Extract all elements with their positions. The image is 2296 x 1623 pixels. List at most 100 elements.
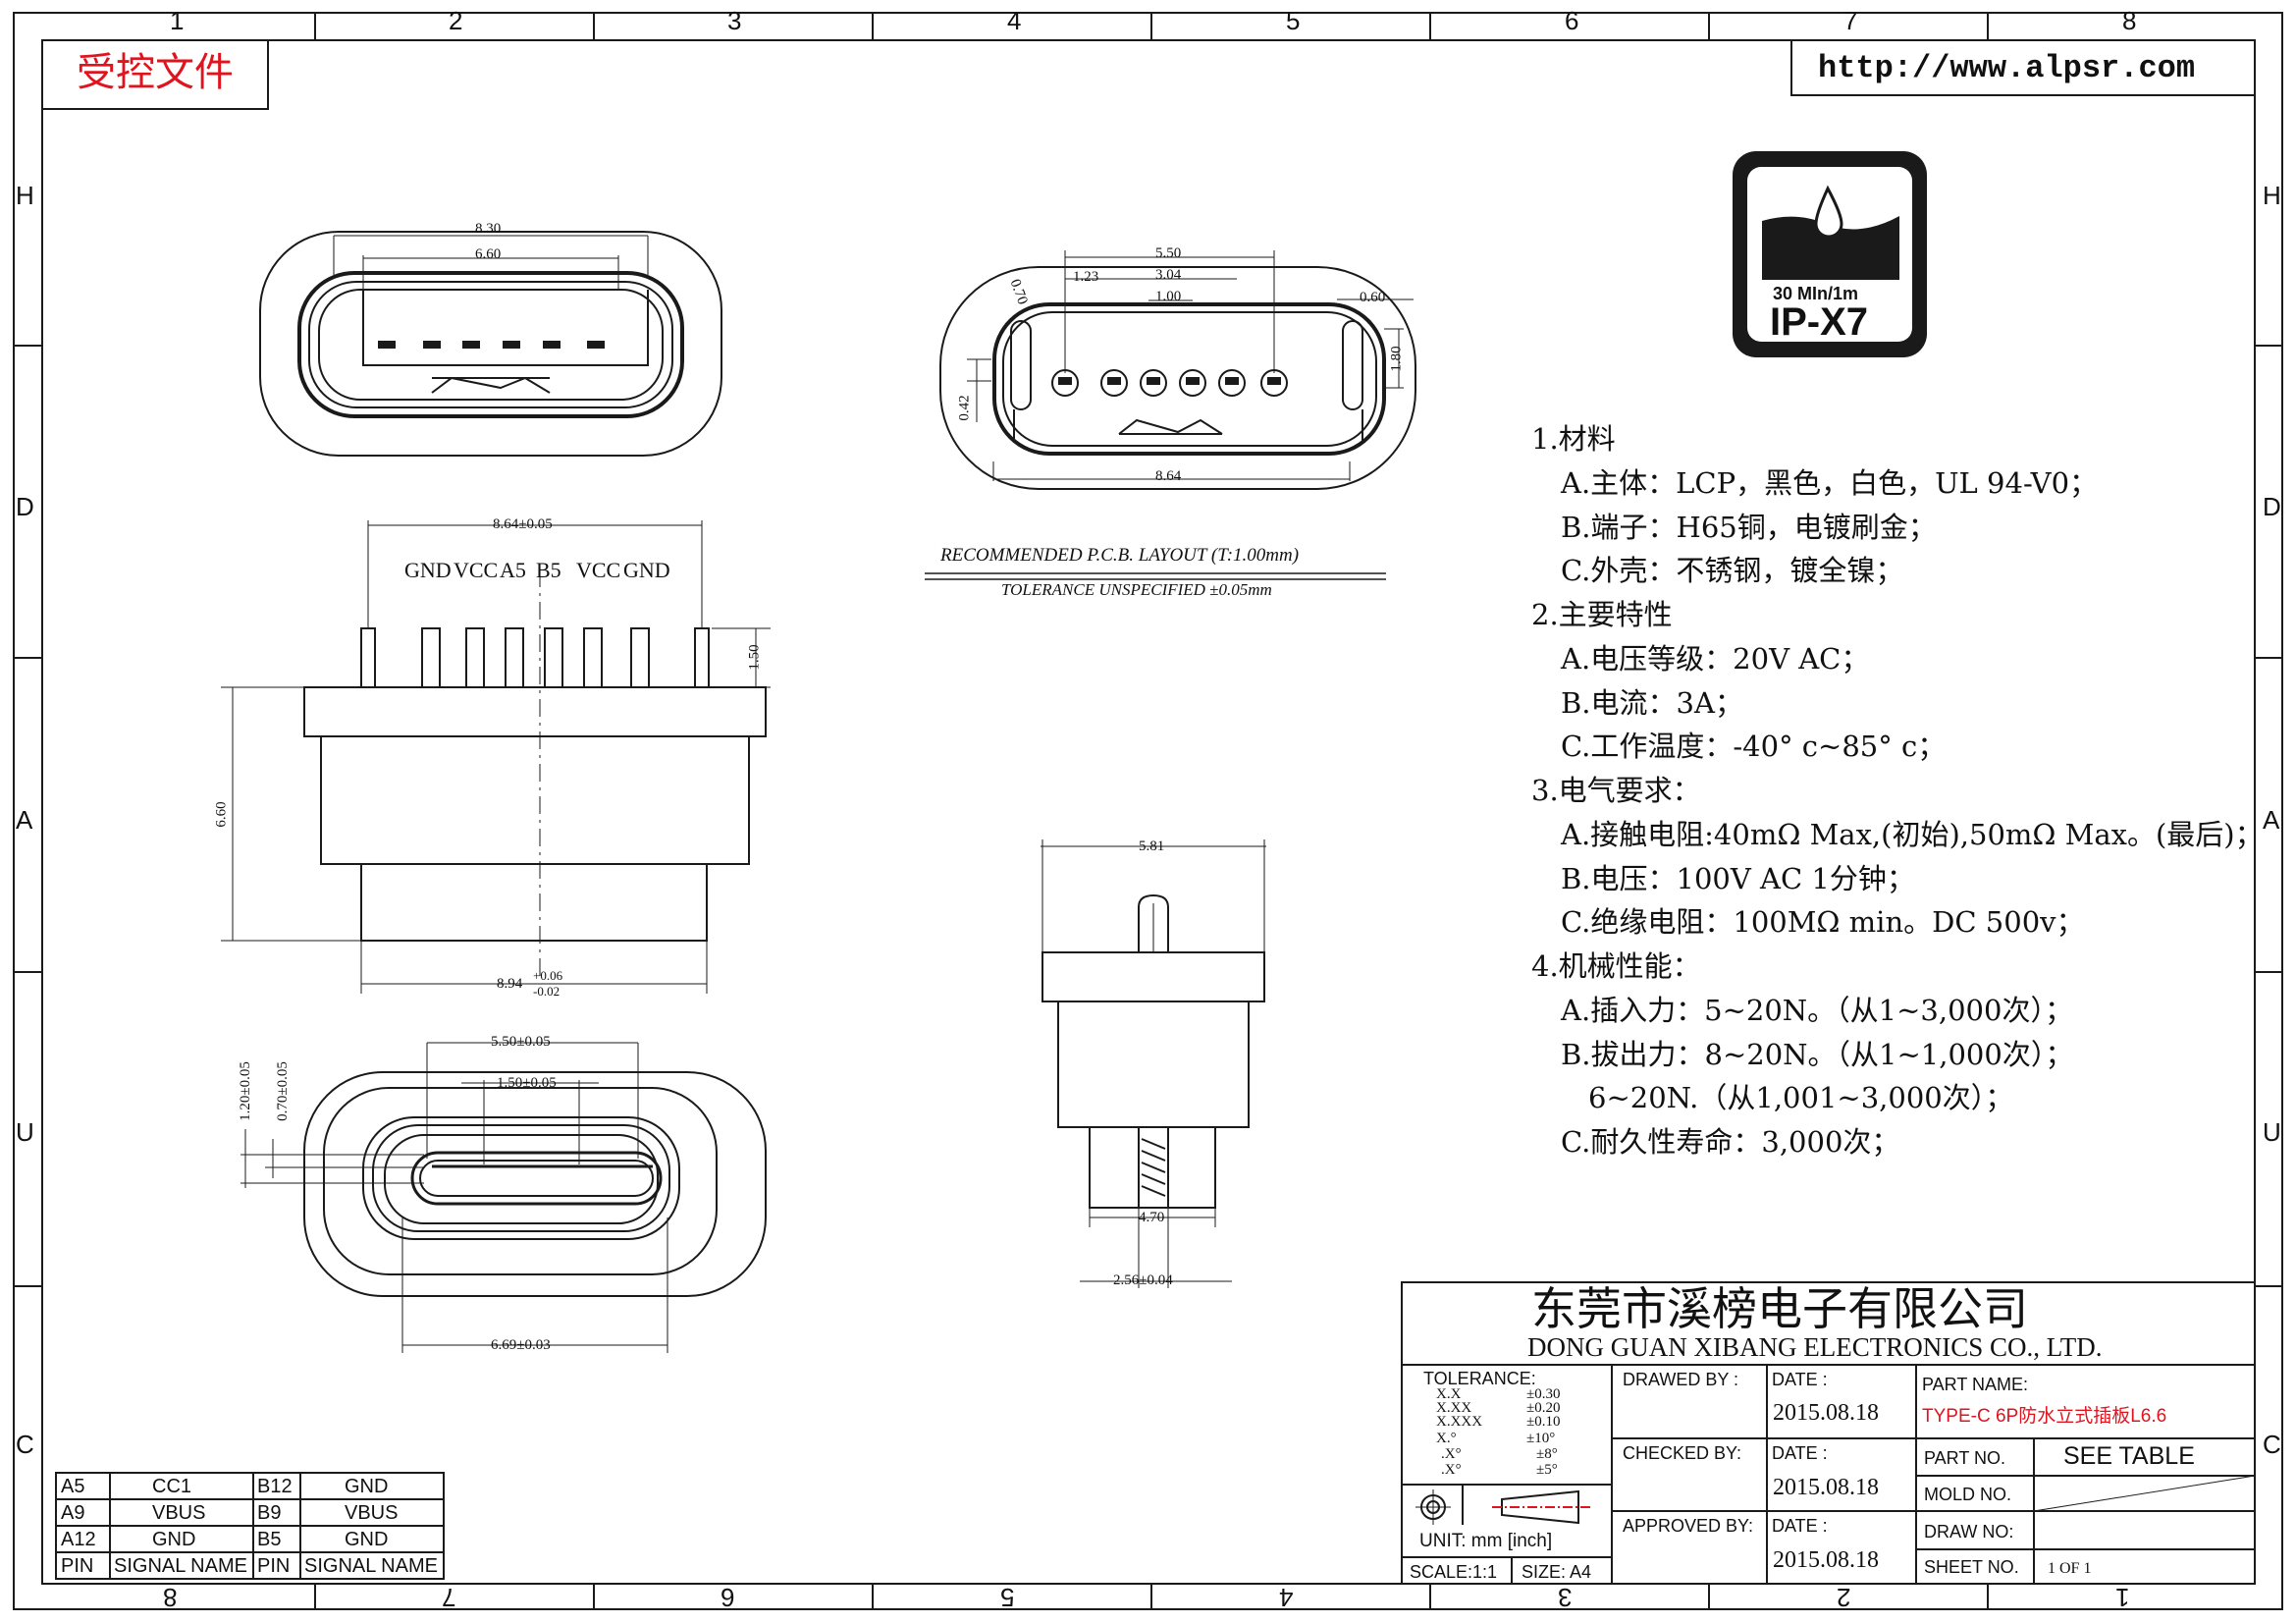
spec-1c: C.外壳：不锈钢，镀全镍； (1561, 554, 1904, 587)
row-left-c: C (16, 1430, 34, 1459)
col-top-1: 1 (170, 6, 185, 35)
spec-4b-cont: 6~20N.（从1,001~3,000次）； (1588, 1081, 2014, 1114)
pin-label-vcc-1: VCC (454, 558, 499, 582)
draw-no-label: DRAW NO: (1924, 1522, 2014, 1542)
col-top-3: 3 (727, 6, 742, 35)
tolerance-label: TOLERANCE: (1423, 1369, 1536, 1388)
bottom-view (240, 1042, 767, 1353)
row-right-c: C (2263, 1430, 2281, 1459)
dim-side-894-minus: -0.02 (533, 984, 561, 999)
pin-labels: GND VCC A5 B5 VCC GND (404, 558, 670, 583)
dim-top-830: 8.30 (475, 221, 502, 237)
pin-label-gnd-2: GND (623, 558, 670, 582)
outer-frame (13, 12, 2283, 1610)
dim-end-470: 4.70 (1139, 1210, 1165, 1225)
end-view (1041, 839, 1266, 1288)
approved-by-label: APPROVED BY: (1623, 1516, 1754, 1536)
col-bottom-3: 3 (1558, 1583, 1573, 1612)
pcb-layout-title: RECOMMENDED P.C.B. LAYOUT (T:1.00mm) (940, 545, 1300, 566)
tol-val: ±8° (1536, 1446, 1558, 1462)
size-label: SIZE: A4 (1522, 1562, 1592, 1582)
front-view-top (259, 231, 722, 457)
dim-pcb-060: 0.60 (1360, 290, 1386, 305)
border-ticks (14, 13, 2282, 1609)
dim-bottom-120: 1.20±0.05 (237, 1061, 253, 1121)
dim-bottom-150: 1.50±0.05 (497, 1075, 557, 1091)
dim-bottom-550: 5.50±0.05 (491, 1034, 551, 1050)
dim-side-150: 1.50 (746, 644, 763, 671)
tol-key: X.XXX (1436, 1414, 1483, 1430)
col-bottom-7: 7 (442, 1583, 456, 1612)
signal-cell: A9 (61, 1502, 85, 1524)
signal-cell: VBUS (345, 1502, 399, 1524)
website-box (1790, 39, 2256, 96)
company-name-cn: 东莞市溪榜电子有限公司 (1531, 1282, 2028, 1335)
spec-2c: C.工作温度：-40° c~85° c； (1561, 730, 1947, 763)
col-bottom-4: 4 (1279, 1583, 1294, 1612)
checked-by-label: CHECKED BY: (1623, 1443, 1742, 1463)
tol-key: .X° (1441, 1462, 1462, 1478)
front-view-contacts (378, 341, 605, 349)
row-right-u: U (2263, 1117, 2281, 1147)
dim-bottom-070: 0.70±0.05 (274, 1061, 291, 1121)
signal-cell: A5 (61, 1476, 85, 1497)
signal-cell: VBUS (152, 1502, 206, 1524)
dim-top-660: 6.60 (475, 246, 502, 262)
signal-cell: PIN (257, 1555, 291, 1577)
col-bottom-5: 5 (1000, 1583, 1015, 1612)
signal-cell: SIGNAL NAME (304, 1555, 438, 1577)
spec-section-1: 1.材料 (1531, 422, 1616, 456)
signal-cell: B5 (257, 1529, 282, 1550)
tol-key: X.° (1436, 1431, 1457, 1446)
website-link[interactable]: http://www.alpsr.com (1818, 50, 2196, 86)
col-bottom-8: 8 (163, 1583, 178, 1612)
ip-depth-text: 30 MIn/1m (1773, 284, 1859, 303)
dim-end-581: 5.81 (1139, 839, 1165, 854)
col-top-8: 8 (2122, 6, 2137, 35)
tol-val: ±0.10 (1526, 1414, 1561, 1430)
tol-key: X.XX (1436, 1400, 1472, 1416)
signal-cell: SIGNAL NAME (114, 1555, 247, 1577)
col-bottom-6: 6 (721, 1583, 735, 1612)
sheet-no-label: SHEET NO. (1924, 1557, 2019, 1577)
company-name-en: DONG GUAN XIBANG ELECTRONICS CO., LTD. (1527, 1332, 2103, 1362)
dim-side-894: 8.94 (497, 976, 523, 992)
signal-cell: GND (152, 1529, 196, 1550)
pcb-layout-view (939, 250, 1416, 490)
ip-badge (1733, 151, 1927, 357)
row-right-h: H (2263, 181, 2281, 210)
date-drawn: 2015.08.18 (1773, 1400, 1879, 1426)
col-top-6: 6 (1565, 6, 1579, 35)
row-left-h: H (16, 181, 34, 210)
end-view-thread (1141, 1138, 1166, 1197)
col-top-7: 7 (1843, 6, 1858, 35)
part-name-value: TYPE-C 6P防水立式插板L6.6 (1922, 1406, 2167, 1427)
dim-pcb-550: 5.50 (1155, 245, 1182, 261)
signal-cell: B9 (257, 1502, 282, 1524)
row-right-a: A (2263, 805, 2280, 835)
part-no-value: SEE TABLE (2063, 1442, 2195, 1470)
part-no-label: PART NO. (1924, 1448, 2006, 1468)
dim-side-864: 8.64±0.05 (493, 516, 553, 532)
row-left-d: D (16, 492, 34, 521)
signal-cell: CC1 (152, 1476, 192, 1497)
tol-val: ±0.20 (1526, 1400, 1561, 1416)
pin-label-vcc-2: VCC (576, 558, 621, 582)
sheet-value: 1 OF 1 (2048, 1560, 2092, 1577)
controlled-doc-label: 受控文件 (77, 50, 234, 95)
spec-2a: A.电压等级：20V AC； (1561, 642, 1870, 676)
spec-3b: B.电压：100V AC 1分钟； (1561, 862, 1915, 895)
row-right-d: D (2263, 492, 2281, 521)
spec-section-3: 3.电气要求： (1531, 774, 1701, 807)
date-approved: 2015.08.18 (1773, 1547, 1879, 1573)
signal-cell: PIN (61, 1555, 94, 1577)
dim-pcb-100: 1.00 (1155, 289, 1182, 304)
tol-key: X.X (1436, 1386, 1462, 1402)
spec-1a: A.主体：LCP，黑色，白色，UL 94-V0； (1561, 466, 2099, 500)
dim-pcb-304: 3.04 (1155, 267, 1182, 283)
mold-no-label: MOLD NO. (1924, 1485, 2012, 1504)
spec-4c: C.耐久性寿命：3,000次； (1561, 1125, 1900, 1159)
signal-cell: A12 (61, 1529, 96, 1550)
col-bottom-2: 2 (1837, 1583, 1851, 1612)
